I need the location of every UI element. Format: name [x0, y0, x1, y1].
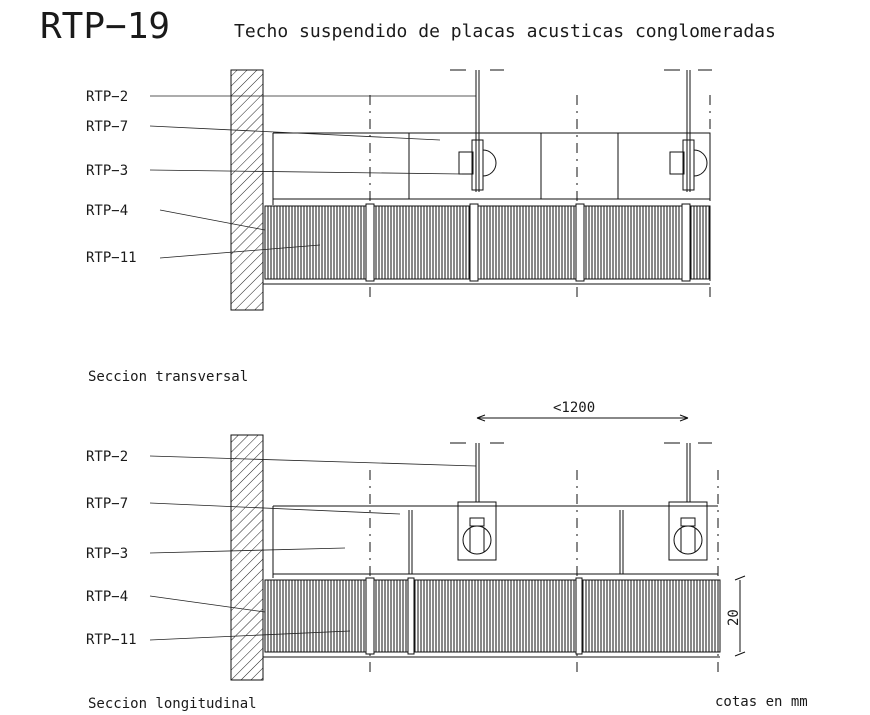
carrier-profile: [617, 132, 711, 200]
label-rtp-11: RTP−11: [86, 632, 137, 648]
hanger-clamp: [668, 501, 708, 561]
dimension-height: 20: [726, 609, 742, 626]
dimension-span: <1200: [553, 400, 595, 416]
wall-hatch: [230, 69, 264, 311]
label-rtp-3: RTP−3: [86, 163, 128, 179]
carrier-profile: [408, 132, 542, 200]
label-rtp-2: RTP−2: [86, 89, 128, 105]
label-rtp-4: RTP−4: [86, 589, 128, 605]
label-rtp-11: RTP−11: [86, 250, 137, 266]
section-transversal: RTP−2 RTP−7 RTP−3 RTP−4 RTP−11 Seccion t…: [86, 69, 712, 385]
acoustic-board: [264, 205, 711, 280]
wall-hatch: [230, 434, 264, 681]
drawing-code: RTP−19: [40, 6, 170, 47]
label-rtp-2: RTP−2: [86, 449, 128, 465]
hanger-clamp: [457, 501, 497, 561]
acoustic-board: [264, 579, 721, 653]
label-rtp-3: RTP−3: [86, 546, 128, 562]
caption-transversal: Seccion transversal: [88, 369, 248, 385]
label-rtp-4: RTP−4: [86, 203, 128, 219]
caption-longitudinal: Seccion longitudinal: [88, 696, 257, 712]
bolt-nut: [458, 151, 474, 175]
bolt-nut: [669, 151, 685, 175]
units-note: cotas en mm: [715, 694, 808, 710]
section-longitudinal: <1200: [86, 400, 746, 712]
label-rtp-7: RTP−7: [86, 496, 128, 512]
label-rtp-7: RTP−7: [86, 119, 128, 135]
drawing-title: Techo suspendido de placas acusticas con…: [234, 21, 776, 42]
